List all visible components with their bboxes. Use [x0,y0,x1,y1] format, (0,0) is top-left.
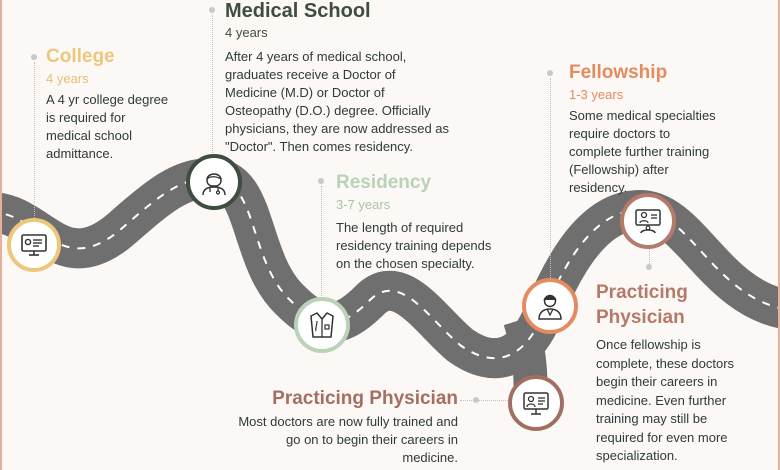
residency-duration: 3-7 years [336,197,391,212]
residency-desc-line: The length of required [336,220,464,235]
college-duration: 4 years [46,71,89,86]
fellowship-duration: 1-3 years [569,87,624,102]
practicing-right-circle [620,193,676,249]
monitor-certificate-icon [21,234,47,256]
practicing-right-desc-line: medicine. Even further [596,392,727,408]
practicing-left-desc-line: Most doctors are now fully trained and [238,414,458,429]
fellowship-leader-line [550,78,551,280]
college-marker-dot [31,54,37,60]
college-title: College [46,46,115,67]
fellowship-desc-line: Some medical specialties [569,108,716,123]
medical-school-description: After 4 years of medical school, graduat… [225,48,525,156]
practicing-right-desc-line: Once fellowship is [596,337,701,352]
fellowship-title: Fellowship [569,62,668,83]
practicing-right-desc-line: required for even more [596,429,728,445]
telemedicine-icon [635,209,661,234]
fellowship-block: Fellowship 1-3 years Some medical specia… [569,62,769,197]
college-desc-line: medical school [46,128,132,143]
college-circle [7,218,61,272]
fellowship-desc-line: complete further training [569,144,710,159]
practicing-left-leader-line [460,400,510,401]
residency-title: Residency [336,172,432,193]
residency-desc-line: on the chosen specialty. [336,256,475,271]
practicing-left-desc-line: medicine. [402,450,458,465]
residency-description: The length of required residency trainin… [336,219,526,273]
practicing-left-desc-line: go on to begin their careers in [286,432,458,447]
practicing-left-circle [508,375,564,431]
practicing-right-block: Practicing Physician Once fellowship is … [596,280,776,466]
residency-marker-dot [318,178,324,184]
medical-school-title: Medical School [225,0,371,22]
practicing-right-desc-line: training may still be [596,411,708,426]
practicing-left-block: Practicing Physician Most doctors are no… [196,388,458,467]
college-leader-line [34,62,35,218]
medical-school-desc-line: physicians, they are now addressed as [225,121,450,136]
college-desc-line: A 4 yr college degree [46,92,169,107]
residency-leader-line [321,186,322,296]
fellowship-circle [522,278,578,334]
practicing-right-desc-line: specialization. [596,448,678,463]
medical-school-marker-dot [209,7,215,13]
medical-school-desc-line: graduates receive a Doctor of [225,67,396,82]
college-block: College 4 years A 4 yr college degree is… [46,46,206,163]
fellowship-marker-dot [547,70,553,76]
college-description: A 4 yr college degree is required for me… [46,91,206,163]
residency-block: Residency 3-7 years The length of requir… [336,172,526,273]
practicing-right-leader-line [649,248,650,266]
medical-school-circle [186,154,242,210]
medical-school-duration: 4 years [225,25,268,40]
doctor-avatar-icon [538,294,562,320]
practicing-left-description: Most doctors are now fully trained and g… [196,413,458,467]
practicing-right-title-line: Physician [596,307,685,328]
medical-school-desc-line: Osteopathy (D.O.) degree. Officially [225,103,431,118]
residency-desc-line: residency training depends [336,238,492,253]
practicing-right-title: Practicing Physician [596,280,776,330]
college-desc-line: admittance. [46,146,114,161]
fellowship-desc-line: require doctors to [569,126,671,141]
practicing-right-marker-dot [646,264,652,270]
fellowship-desc-line: (Fellowship) after [569,162,669,177]
practicing-right-desc-line: complete, these doctors [596,355,735,371]
residency-circle [294,297,350,353]
medical-school-desc-line: Medicine (M.D) or Doctor of [225,85,385,100]
practicing-left-title: Practicing Physician [272,388,458,409]
practicing-right-desc-line: begin their careers in [596,374,718,389]
fellowship-description: Some medical specialties require doctors… [569,107,769,197]
female-doctor-icon [202,173,226,196]
doctor-screen-icon [523,392,549,415]
lab-coat-icon [310,312,334,338]
fellowship-desc-line: residency. [569,180,628,195]
practicing-right-description: Once fellowship is complete, these docto… [596,336,776,466]
college-desc-line: is required for [46,110,126,125]
practicing-right-title-line: Practicing [596,282,688,303]
medical-school-block: Medical School 4 years After 4 years of … [225,0,525,156]
medical-school-leader-line [212,15,213,155]
medical-school-desc-line: "Doctor". Then comes residency. [225,139,413,154]
medical-school-desc-line: After 4 years of medical school, [225,49,407,64]
